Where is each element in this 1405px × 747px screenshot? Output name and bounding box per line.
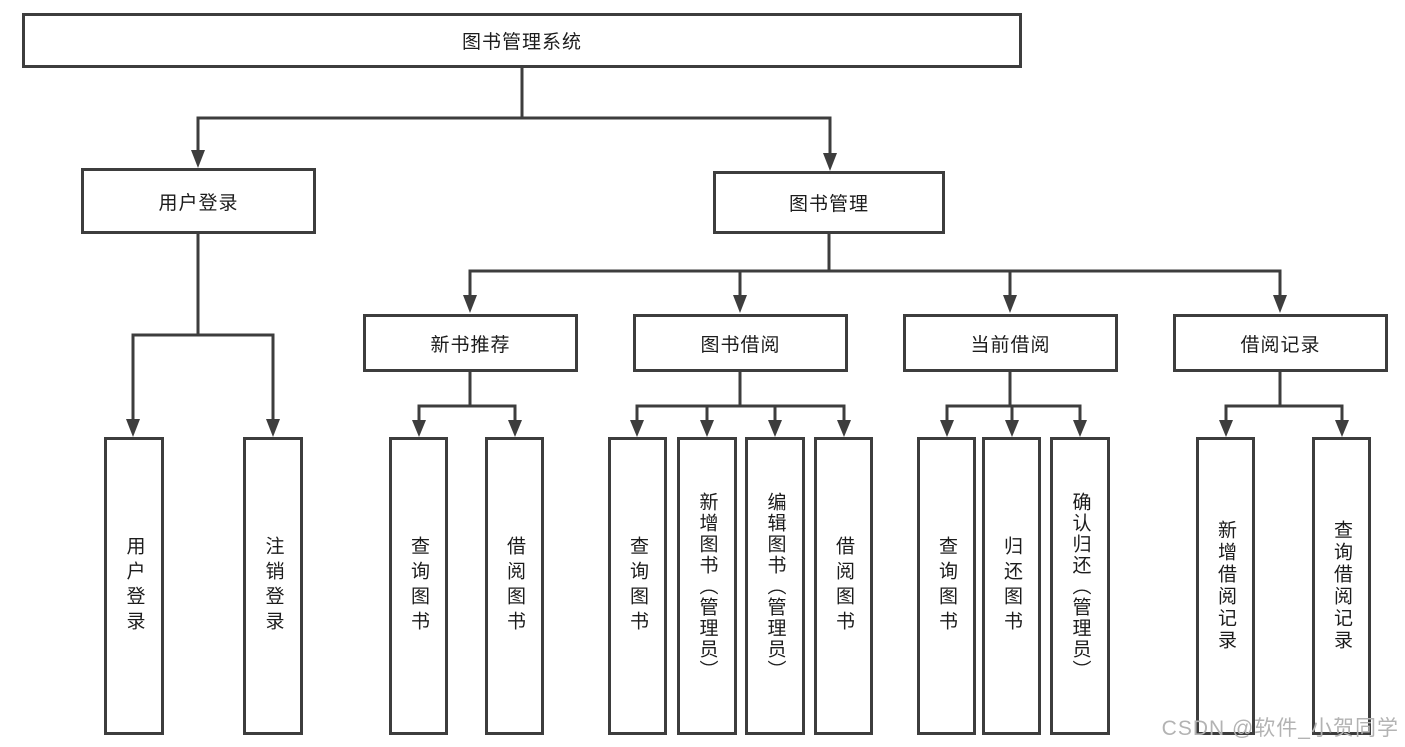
- node-current-borrow: 当前借阅: [903, 314, 1118, 372]
- leaf-logout: 注销登录: [243, 437, 303, 735]
- leaf-return-book: 归还图书: [982, 437, 1041, 735]
- leaf-query-books-borrow: 查询图书: [608, 437, 667, 735]
- node-borrow-records: 借阅记录: [1173, 314, 1388, 372]
- leaf-edit-book-admin: 编辑图书（管理员）: [745, 437, 805, 735]
- leaf-query-borrow-record: 查询借阅记录: [1312, 437, 1371, 735]
- leaf-confirm-return-admin: 确认归还（管理员）: [1050, 437, 1110, 735]
- node-book-management: 图书管理: [713, 171, 945, 234]
- leaf-query-books-recommend: 查询图书: [389, 437, 448, 735]
- node-book-borrow: 图书借阅: [633, 314, 848, 372]
- csdn-watermark: CSDN @软件_小贺同学: [1161, 717, 1399, 740]
- leaf-add-borrow-record: 新增借阅记录: [1196, 437, 1255, 735]
- node-user-login: 用户登录: [81, 168, 316, 234]
- leaf-add-book-admin: 新增图书（管理员）: [677, 437, 737, 735]
- node-library-management-system: 图书管理系统: [22, 13, 1022, 68]
- leaf-borrow-books-borrow: 借阅图书: [814, 437, 873, 735]
- leaf-query-books-current: 查询图书: [917, 437, 976, 735]
- node-new-book-recommend: 新书推荐: [363, 314, 578, 372]
- leaf-user-login: 用户登录: [104, 437, 164, 735]
- leaf-borrow-books-recommend: 借阅图书: [485, 437, 544, 735]
